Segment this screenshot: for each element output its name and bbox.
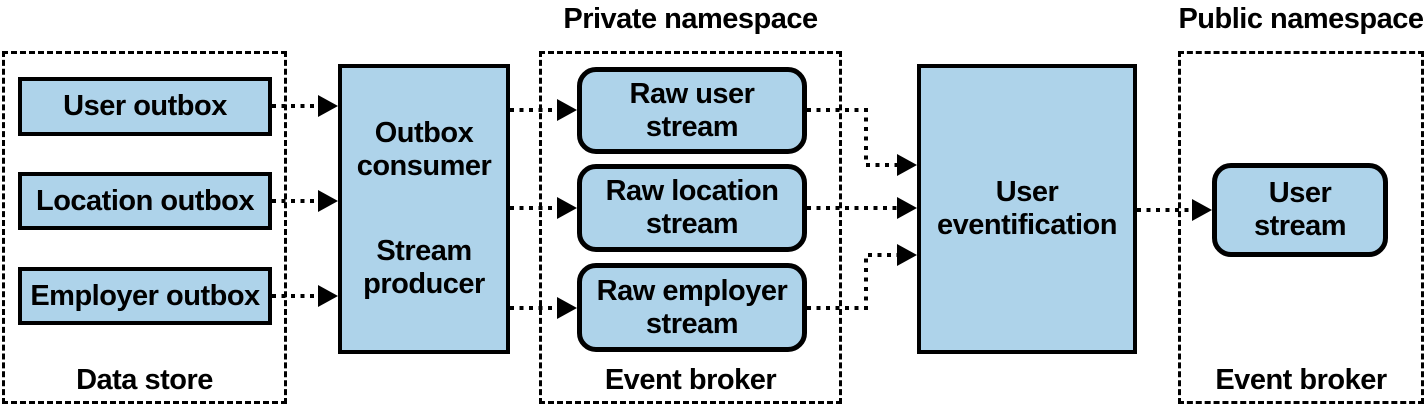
private-event-broker-label: Event broker	[604, 364, 777, 396]
edge-employer-outbox-to-consumer	[272, 285, 338, 307]
employer-outbox-node: Employer outbox	[18, 267, 272, 325]
user-stream-label: User stream	[1253, 177, 1347, 242]
raw-location-stream-label: Raw location stream	[605, 175, 779, 240]
edge-consumer-to-raw-user-stream	[510, 99, 577, 121]
location-outbox-label: Location outbox	[35, 184, 255, 217]
outbox-consumer-node: Outbox consumer Stream producer	[338, 64, 510, 354]
user-eventification-label: User eventification	[937, 176, 1117, 241]
public-event-broker-group: Event broker	[1178, 51, 1424, 404]
user-stream-node: User stream	[1212, 163, 1388, 257]
data-store-label: Data store	[76, 364, 213, 396]
edge-eventification-to-user-stream	[1137, 199, 1212, 221]
edge-location-outbox-to-consumer	[272, 190, 338, 212]
edge-raw-location-stream-to-eventification	[807, 197, 917, 219]
outbox-consumer-label: Outbox consumer	[356, 117, 492, 182]
raw-location-stream-node: Raw location stream	[577, 164, 807, 252]
raw-employer-stream-node: Raw employer stream	[577, 263, 807, 352]
stream-producer-label: Stream producer	[363, 235, 485, 300]
public-event-broker-label: Event broker	[1215, 364, 1387, 396]
user-outbox-label: User outbox	[63, 90, 227, 122]
private-event-broker-group: Event broker	[539, 51, 842, 404]
user-eventification-node: User eventification	[917, 64, 1137, 354]
edge-consumer-to-raw-location-stream	[510, 197, 577, 219]
user-outbox-node: User outbox	[18, 77, 272, 136]
data-store-group: Data store	[2, 51, 287, 404]
edge-user-outbox-to-consumer	[272, 95, 338, 117]
employer-outbox-label: Employer outbox	[30, 279, 260, 312]
edge-raw-user-stream-to-eventification	[807, 108, 917, 176]
location-outbox-node: Location outbox	[18, 172, 272, 230]
raw-user-stream-node: Raw user stream	[577, 67, 807, 154]
private-namespace-title: Private namespace	[563, 3, 818, 35]
raw-user-stream-label: Raw user stream	[629, 77, 755, 143]
edge-consumer-to-raw-employer-stream	[510, 297, 577, 319]
public-namespace-title: Public namespace	[1178, 3, 1424, 35]
raw-employer-stream-label: Raw employer stream	[596, 274, 788, 340]
edge-raw-employer-stream-to-eventification	[807, 244, 917, 310]
